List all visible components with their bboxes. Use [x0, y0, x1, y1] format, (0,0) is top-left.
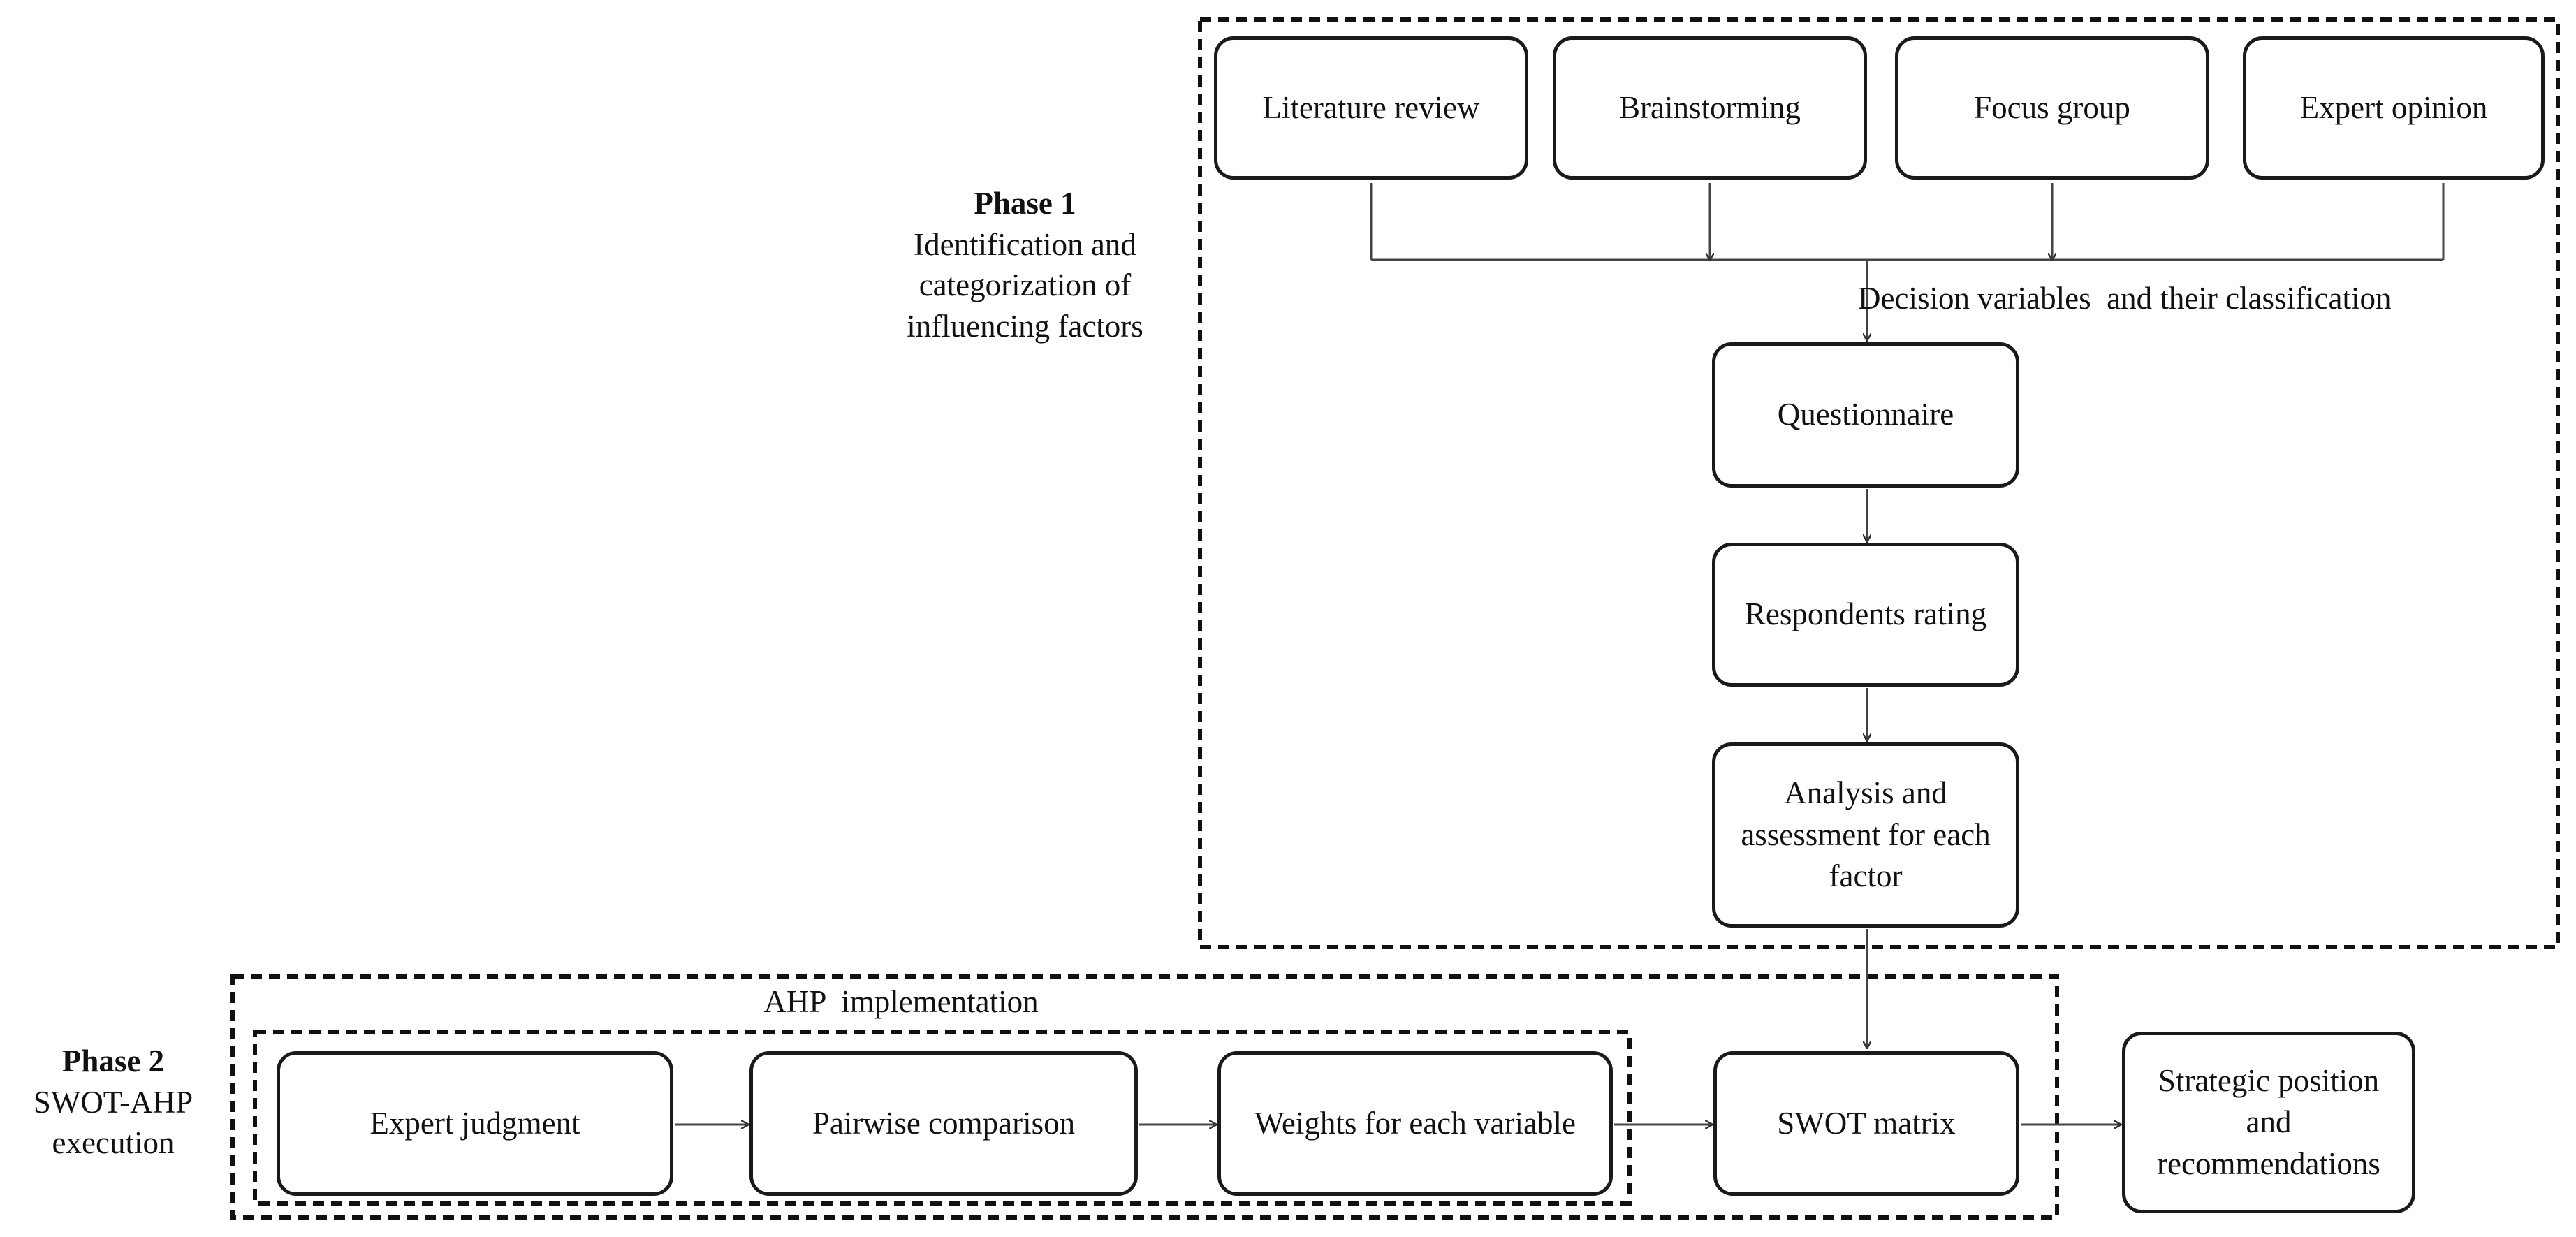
focus-group-box: Focus group	[1895, 36, 2209, 180]
phase2-title: Phase 2	[61, 1044, 165, 1078]
questionnaire-box: Questionnaire	[1712, 342, 2019, 488]
brainstorming-box: Brainstorming	[1553, 36, 1867, 180]
phase1-title: Phase 1	[974, 186, 1076, 221]
phase2-subtitle: SWOT-AHP execution	[33, 1084, 193, 1161]
analysis-box: Analysis and assessment for each factor	[1712, 742, 2019, 928]
ahp-frame	[253, 1030, 1632, 1206]
literature-review-box: Literature review	[1214, 36, 1528, 180]
strategic-position-box: Strategic position and recommendations	[2122, 1032, 2415, 1213]
phase1-subtitle: Identification and categorization of inf…	[907, 226, 1143, 344]
phase1-label: Phase 1 Identification and categorizatio…	[866, 183, 1184, 346]
expert-opinion-box: Expert opinion	[2243, 36, 2545, 180]
phase2-label: Phase 2 SWOT-AHP execution	[8, 1041, 218, 1164]
decision-variables-label: Decision variables and their classificat…	[1858, 281, 2392, 316]
phase1-frame	[1198, 17, 2560, 949]
swot-matrix-box: SWOT matrix	[1713, 1051, 2019, 1196]
pairwise-comparison-box: Pairwise comparison	[749, 1051, 1138, 1196]
weights-box: Weights for each variable	[1217, 1051, 1613, 1196]
phase2-frame	[230, 974, 2059, 1220]
ahp-group-label: AHP implementation	[763, 984, 1039, 1019]
expert-judgment-box: Expert judgment	[277, 1051, 673, 1196]
respondents-rating-box: Respondents rating	[1712, 543, 2019, 687]
